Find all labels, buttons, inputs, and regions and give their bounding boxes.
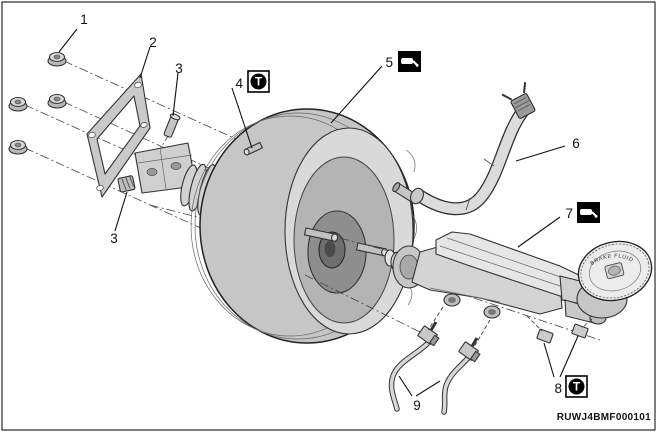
callout-9-label: 9 [413,398,421,413]
torque-icon-glyph: T [255,77,262,89]
callout-2-label: 2 [149,35,157,50]
mounting-nut [8,96,28,112]
leader-line-4 [231,87,253,149]
callout-labels: 1 2 3 4 5 3 6 7 8 9 [80,12,580,413]
callout-7-label: 7 [565,206,573,221]
booster-mounting-nuts [8,51,67,155]
callout-5-label: 5 [385,55,393,70]
torque-icon-glyph: T [573,382,580,394]
booster-gasket [86,73,151,198]
master-cylinder-assembly [384,231,607,344]
sealant-icon [398,51,421,72]
leader-line-9 [398,375,441,397]
leader-line-2 [139,46,151,79]
hose-quick-connector [501,82,536,119]
callout-1-label: 1 [80,12,88,27]
booster-mounting-stud [243,141,264,156]
brake-tubes [388,306,491,415]
callout-4-label: 4 [235,76,243,91]
mounting-nut [8,139,28,155]
retaining-clip [117,174,136,193]
booster-front-stud [303,227,339,242]
tube-nut [458,341,481,363]
brake-booster [190,108,431,344]
leader-line-5 [330,65,383,124]
callout-6-label: 6 [572,136,580,151]
figure-code: RUWJ4BMF000101 [557,412,651,423]
leader-line-8 [543,335,579,378]
sealant-icon [577,202,600,223]
tube-fitting-nut [571,323,589,339]
leader-line-1 [58,28,78,53]
mounting-nut [47,51,67,67]
torque-icon: T [565,375,588,398]
leader-line-3a [172,72,179,117]
tube-fitting-nut [536,328,554,344]
callout-3-label: 3 [175,61,183,76]
callout-3-label: 3 [110,231,118,246]
leader-line-3b [114,191,128,232]
reservoir-cap: BRAKE FLUID [576,240,653,319]
tube-nut [417,325,440,347]
supply-hose [410,82,536,216]
torque-icon: T [247,70,270,93]
leader-line-6 [515,145,566,162]
leader-line-7 [517,216,561,248]
mounting-nut [47,93,67,109]
callout-leader-lines [58,28,579,397]
callout-8-label: 8 [554,381,562,396]
